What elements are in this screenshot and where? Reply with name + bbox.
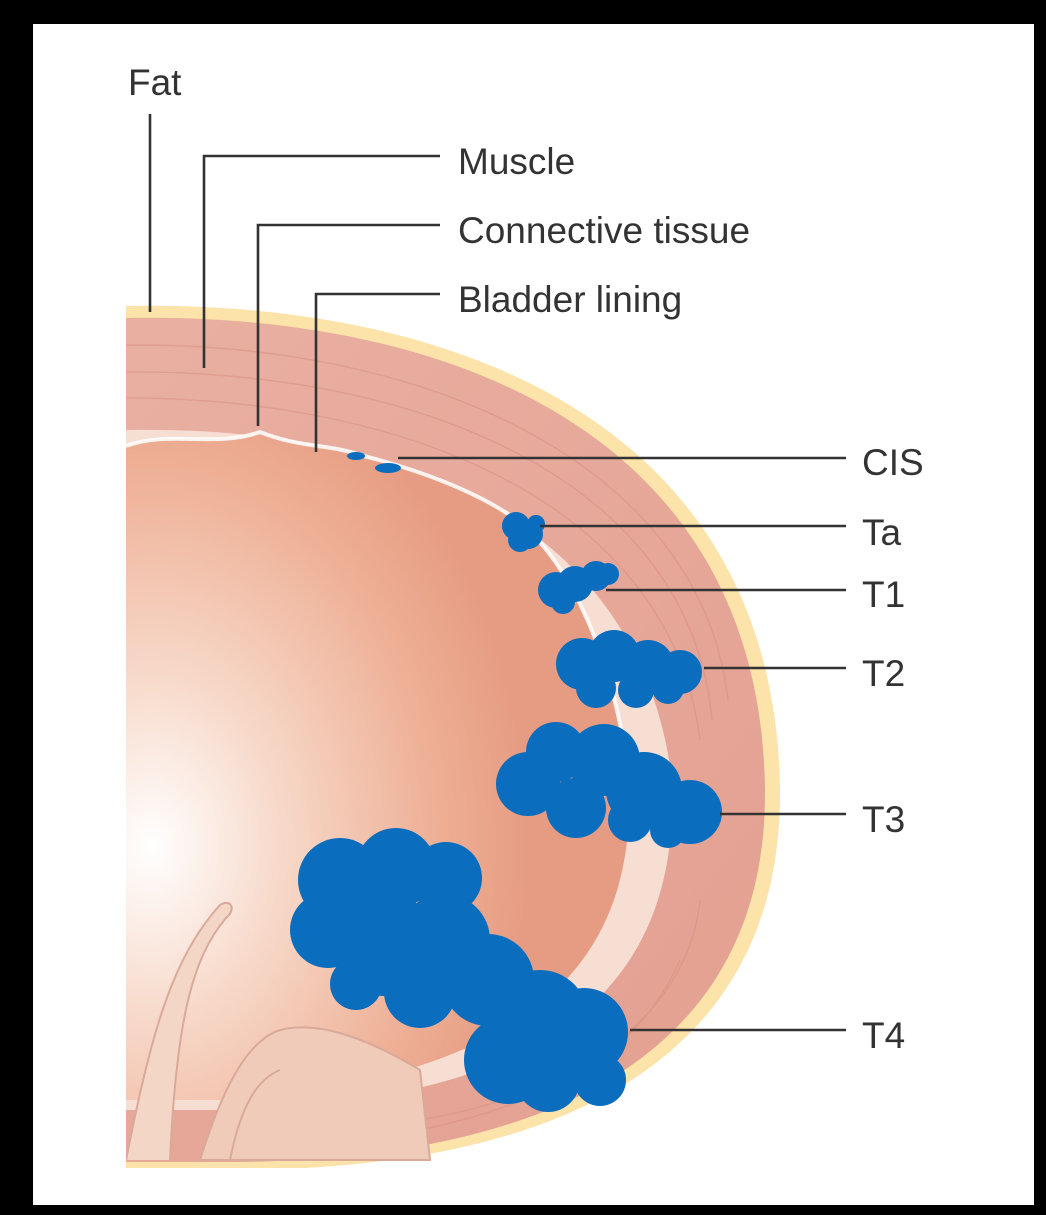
- label-t2: T2: [862, 653, 905, 694]
- label-bladder-lining: Bladder lining: [458, 279, 682, 320]
- label-muscle: Muscle: [458, 141, 575, 182]
- label-t4: T4: [862, 1015, 905, 1056]
- label-cis: CIS: [862, 442, 924, 483]
- label-t3: T3: [862, 799, 905, 840]
- label-t1: T1: [862, 574, 905, 615]
- label-fat: Fat: [128, 62, 182, 103]
- label-ta: Ta: [862, 512, 902, 553]
- label-connective-tissue: Connective tissue: [458, 210, 750, 251]
